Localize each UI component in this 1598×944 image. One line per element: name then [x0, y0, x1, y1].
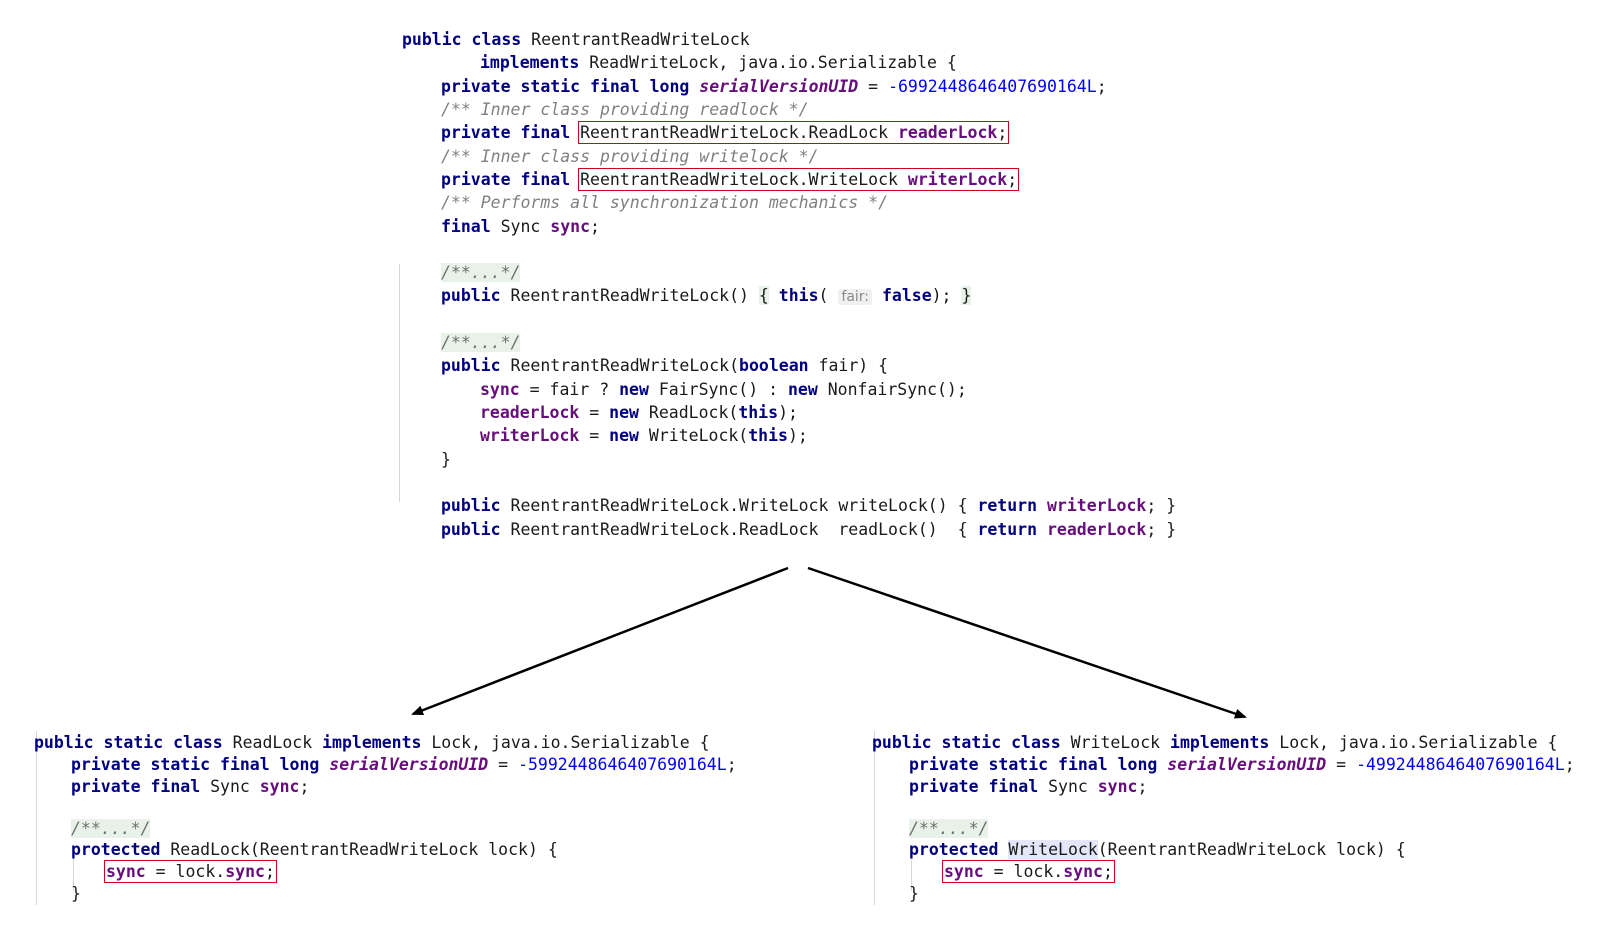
reader-lock-highlight: ReentrantReadWriteLock.ReadLock readerLo… — [578, 121, 1010, 144]
readlock-sync-field: private final Sync sync; — [71, 777, 310, 796]
constructor-close-brace: } — [441, 450, 451, 469]
parameter-hint: fair: — [838, 289, 873, 305]
writelock-folded-javadoc[interactable]: /**...*/ — [909, 819, 989, 838]
readlock-sync-highlight: sync = lock.sync; — [104, 860, 277, 883]
indent-guide — [874, 731, 875, 905]
readlock-serial-line: private static final long serialVersionU… — [71, 755, 737, 774]
write-lock-getter: public ReentrantReadWriteLock.WriteLock … — [441, 496, 1177, 515]
writelock-sync-highlight: sync = lock.sync; — [942, 860, 1115, 883]
readlock-class-declaration: public static class ReadLock implements … — [34, 733, 710, 752]
readlock-comment: /** Inner class providing readlock */ — [441, 100, 809, 119]
readlock-sync-assignment: sync = lock.sync; — [104, 860, 277, 883]
writelock-constructor: protected WriteLock(ReentrantReadWriteLo… — [909, 840, 1406, 859]
sync-comment: /** Performs all synchronization mechani… — [441, 193, 889, 212]
serial-version-line: private static final long serialVersionU… — [441, 77, 1107, 96]
writelock-sync-assignment: sync = lock.sync; — [942, 860, 1115, 883]
indent-guide — [73, 857, 74, 891]
folded-javadoc-2[interactable]: /**...*/ — [441, 333, 521, 352]
arrow-to-readlock — [411, 566, 789, 716]
writer-lock-assignment: writerLock = new WriteLock(this); — [480, 426, 808, 445]
reader-lock-field: private final ReentrantReadWriteLock.Rea… — [441, 121, 1010, 144]
fair-constructor: public ReentrantReadWriteLock(boolean fa… — [441, 356, 889, 375]
folded-javadoc-1[interactable]: /**...*/ — [441, 263, 521, 282]
default-constructor: public ReentrantReadWriteLock() { this( … — [441, 286, 972, 305]
writelock-comment: /** Inner class providing writelock */ — [441, 147, 819, 166]
reader-lock-assignment: readerLock = new ReadLock(this); — [480, 403, 798, 422]
writelock-serial-line: private static final long serialVersionU… — [909, 755, 1575, 774]
read-lock-getter: public ReentrantReadWriteLock.ReadLock r… — [441, 520, 1177, 539]
indent-guide — [911, 857, 912, 891]
readlock-folded-javadoc[interactable]: /**...*/ — [71, 819, 151, 838]
class-declaration-line: public class ReentrantReadWriteLock — [402, 30, 750, 49]
writer-lock-highlight: ReentrantReadWriteLock.WriteLock writerL… — [578, 168, 1020, 191]
arrow-to-writelock — [807, 566, 1247, 719]
writelock-close-brace: } — [909, 884, 919, 903]
implements-line: implements ReadWriteLock, java.io.Serial… — [480, 53, 957, 72]
writer-lock-field: private final ReentrantReadWriteLock.Wri… — [441, 168, 1020, 191]
writelock-name-highlight: WriteLock — [1008, 840, 1098, 859]
indent-guide — [399, 264, 400, 502]
readlock-constructor: protected ReadLock(ReentrantReadWriteLoc… — [71, 840, 558, 859]
writelock-sync-field: private final Sync sync; — [909, 777, 1148, 796]
writelock-class-declaration: public static class WriteLock implements… — [872, 733, 1558, 752]
sync-field: final Sync sync; — [441, 217, 600, 236]
indent-guide — [36, 731, 37, 905]
readlock-close-brace: } — [71, 884, 81, 903]
sync-assignment: sync = fair ? new FairSync() : new Nonfa… — [480, 380, 967, 399]
